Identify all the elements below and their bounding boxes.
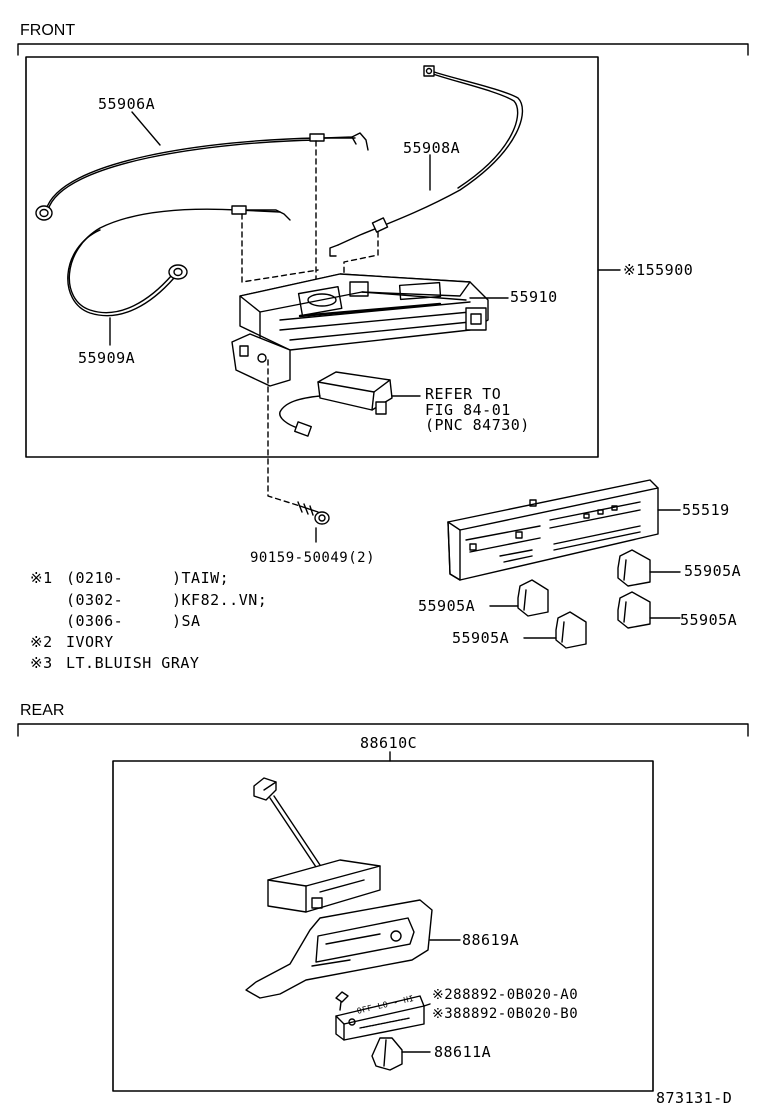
label-88610c: 88610C bbox=[360, 734, 418, 752]
rear-knob-88611a bbox=[371, 1037, 431, 1071]
note-value: )TAIW; bbox=[172, 569, 230, 587]
panel-55519 bbox=[447, 479, 681, 581]
rear-plate-88892 bbox=[335, 995, 431, 1041]
note-value: )SA bbox=[172, 612, 201, 630]
cable-55909a bbox=[67, 205, 319, 346]
label-refer-line1: REFER TO bbox=[425, 385, 502, 403]
label-88611a: 88611A bbox=[434, 1043, 492, 1061]
label-55905a-right-lower: 55905A bbox=[680, 611, 738, 629]
label-55905a-left-lower: 55905A bbox=[452, 629, 510, 647]
label-55906a: 55906A bbox=[98, 95, 156, 113]
note-mark: ※1 bbox=[30, 569, 53, 587]
note-code: (0306- bbox=[66, 612, 124, 630]
note-code: IVORY bbox=[66, 633, 114, 651]
rear-bezel-88619a bbox=[245, 899, 461, 999]
label-155900: ※155900 bbox=[623, 261, 694, 279]
note-value: )KF82..VN; bbox=[172, 591, 268, 609]
figure-id: 873131-D bbox=[656, 1089, 733, 1107]
label-refer-line3: (PNC 84730) bbox=[425, 416, 530, 434]
label-90159: 90159-50049(2) bbox=[250, 550, 376, 566]
note-mark: ※3 bbox=[30, 654, 53, 672]
cable-55908a bbox=[329, 65, 524, 283]
rear-assembly-frame bbox=[112, 760, 654, 1092]
knob-55905a-left-lower bbox=[523, 611, 587, 649]
label-88619a: 88619A bbox=[462, 931, 520, 949]
front-section-rule bbox=[17, 43, 749, 56]
label-88892-b0: ※388892-0B020-B0 bbox=[432, 1006, 579, 1022]
rear-screw bbox=[335, 991, 349, 1011]
label-55908a: 55908A bbox=[403, 139, 461, 157]
connector-harness bbox=[279, 371, 421, 437]
note-code: (0210- bbox=[66, 569, 124, 587]
label-55519: 55519 bbox=[682, 501, 730, 519]
cable-55906a bbox=[35, 111, 369, 281]
label-refer-line2: FIG 84-01 bbox=[425, 401, 511, 419]
screw-90159 bbox=[267, 359, 330, 543]
rear-control-switch bbox=[253, 777, 381, 913]
note-code: (0302- bbox=[66, 591, 124, 609]
knob-55905a-right-lower bbox=[617, 591, 681, 629]
front-assembly-frame bbox=[25, 56, 599, 458]
label-55905a-right-upper: 55905A bbox=[684, 562, 742, 580]
rear-section-rule bbox=[17, 723, 749, 737]
label-88892-a0: ※288892-0B020-A0 bbox=[432, 987, 579, 1003]
label-55909a: 55909A bbox=[78, 349, 136, 367]
note-code: LT.BLUISH GRAY bbox=[66, 654, 200, 672]
knob-55905a-left-upper bbox=[489, 579, 549, 617]
control-unit-55910 bbox=[231, 273, 509, 387]
note-mark: ※2 bbox=[30, 633, 53, 651]
section-front-title: FRONT bbox=[20, 22, 76, 39]
label-55910: 55910 bbox=[510, 288, 558, 306]
knob-55905a-right-upper bbox=[617, 549, 681, 587]
label-55905a-left-upper: 55905A bbox=[418, 597, 476, 615]
section-rear-title: REAR bbox=[20, 702, 65, 719]
